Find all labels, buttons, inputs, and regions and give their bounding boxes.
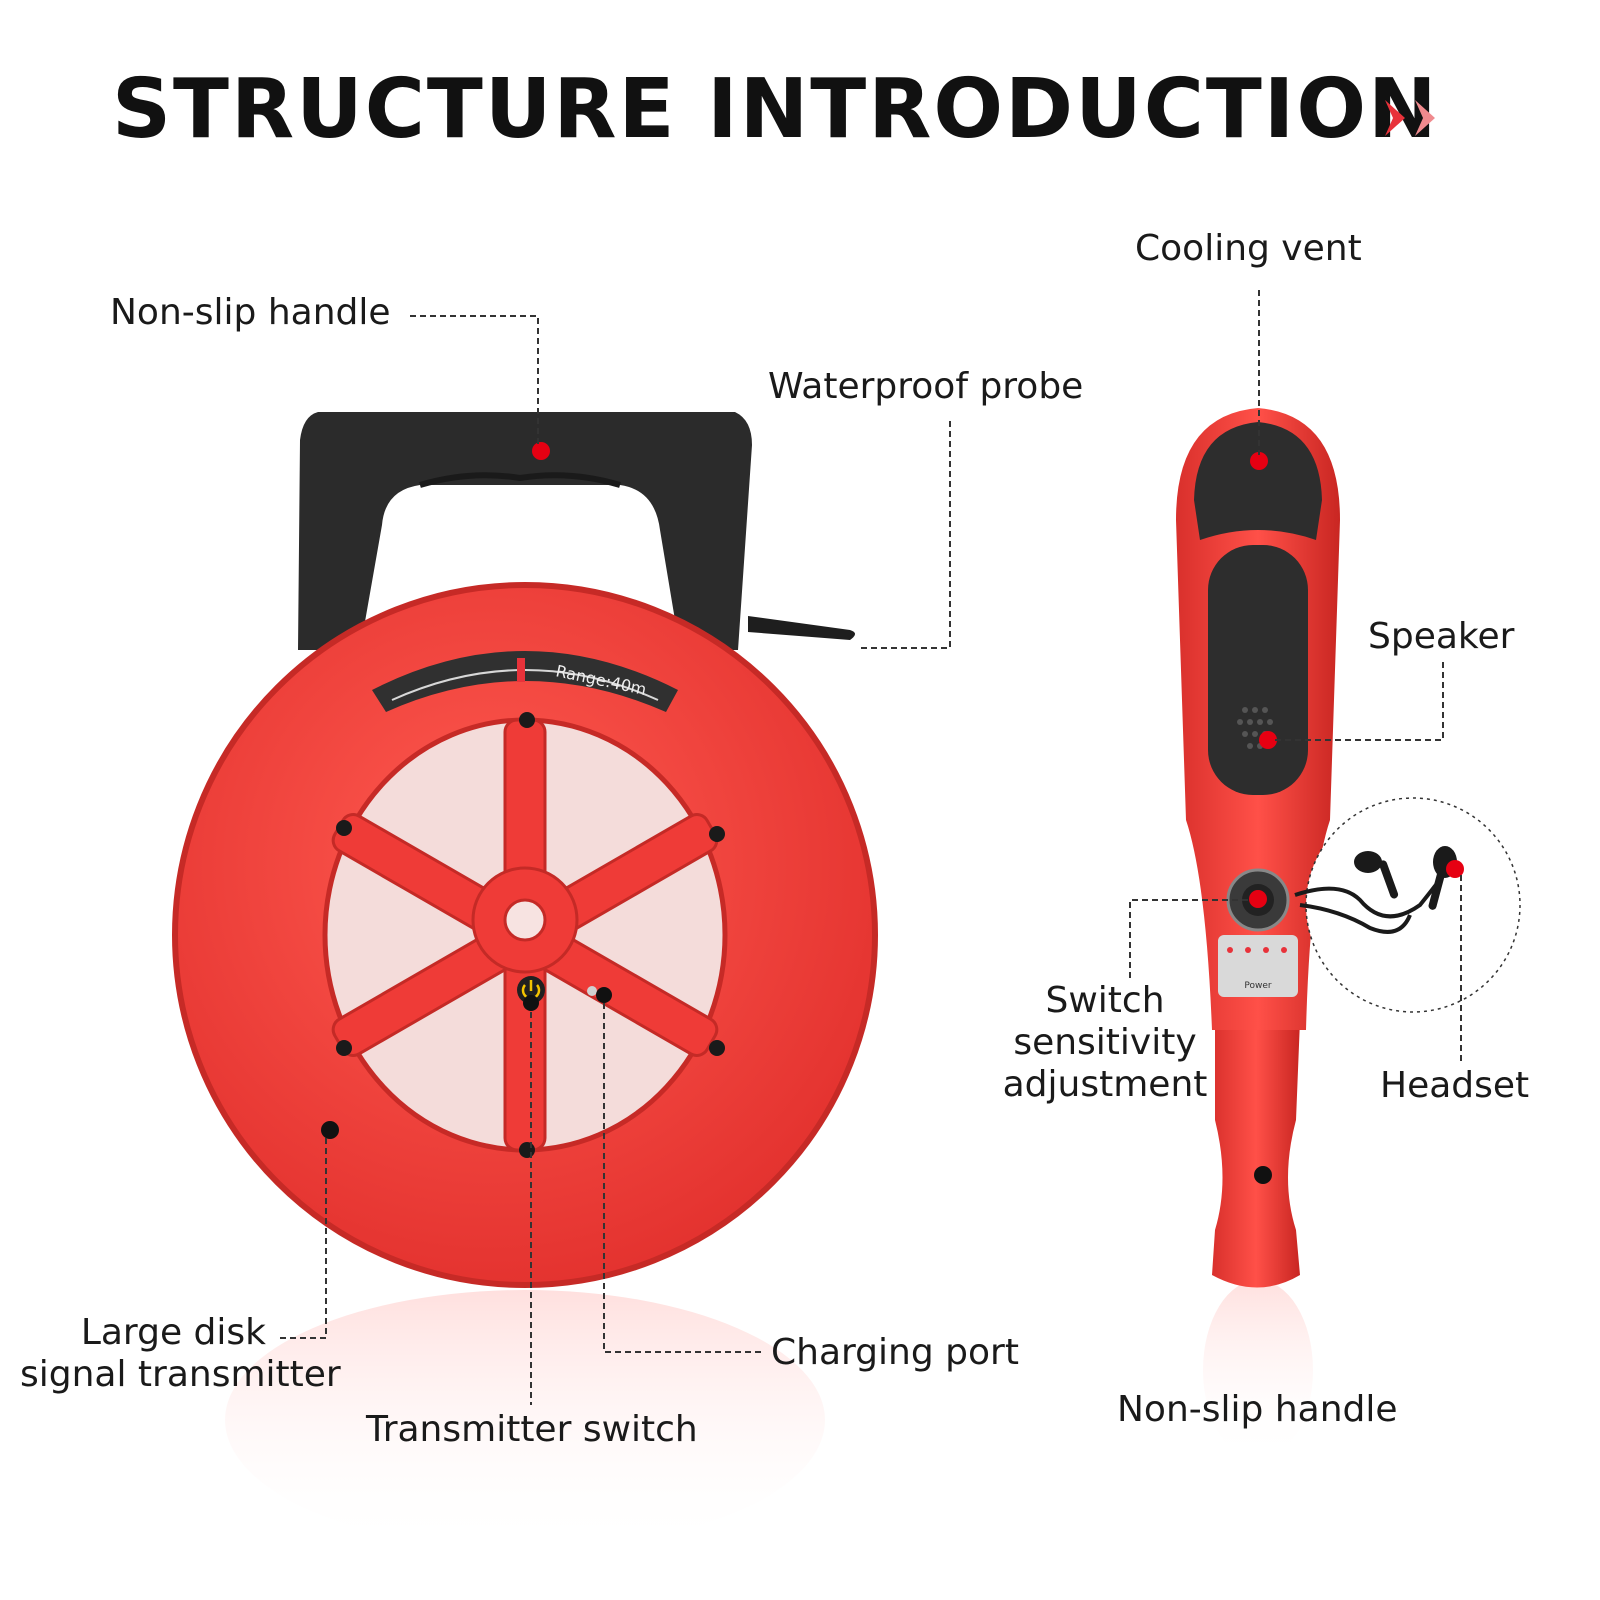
- label-sensitivity-line2: sensitivity: [1013, 1022, 1197, 1063]
- label-charging-port: Charging port: [771, 1332, 1019, 1373]
- marker-headset: [1446, 860, 1464, 878]
- chevron-right-icon: [1385, 100, 1435, 136]
- label-transmitter-switch: Transmitter switch: [366, 1409, 698, 1450]
- leader-speaker: [1275, 662, 1444, 741]
- leader-probe: [858, 421, 951, 649]
- label-waterproof-probe: Waterproof probe: [768, 366, 1084, 407]
- label-reel-handle: Non-slip handle: [110, 292, 391, 333]
- label-large-disk: Large disk signal transmitter: [20, 1312, 341, 1396]
- marker-charging: [596, 987, 612, 1003]
- leader-disk: [280, 1136, 327, 1339]
- marker-speaker: [1259, 731, 1277, 749]
- reel-handle: [298, 412, 752, 650]
- marker-vent: [1250, 452, 1268, 470]
- label-headset: Headset: [1380, 1065, 1530, 1106]
- speaker-grille: [1208, 545, 1308, 795]
- power-text: Power: [1244, 981, 1272, 991]
- waterproof-probe: [748, 616, 855, 640]
- indicator-panel: [1218, 935, 1298, 997]
- headset-inset: [1305, 797, 1521, 1013]
- range-panel: [372, 651, 678, 712]
- reel-transmitter: Range:40m: [172, 412, 878, 1550]
- label-wand-handle: Non-slip handle: [1117, 1389, 1398, 1430]
- marker-wand-handle: [1254, 1166, 1272, 1184]
- marker-handle: [532, 442, 550, 460]
- label-cooling-vent: Cooling vent: [1135, 228, 1362, 269]
- leader-handle: [410, 315, 539, 445]
- earphone-icon: [1354, 846, 1457, 910]
- label-sensitivity: Switch sensitivity adjustment: [985, 980, 1225, 1106]
- label-sensitivity-line1: Switch: [1045, 980, 1165, 1021]
- label-speaker: Speaker: [1368, 616, 1515, 657]
- leader-charging: [603, 1003, 763, 1353]
- reel-reflection: [225, 1290, 825, 1550]
- receiver-wand: Power: [1176, 408, 1521, 1460]
- marker-knob: [1249, 890, 1267, 908]
- marker-switch: [523, 995, 539, 1011]
- label-sensitivity-line3: adjustment: [1002, 1064, 1208, 1105]
- leader-sensitivity: [1129, 899, 1250, 978]
- charging-port: [587, 986, 597, 996]
- wand-handle: [1212, 1020, 1300, 1288]
- page-title: STRUCTURE INTRODUCTION: [112, 62, 1439, 157]
- marker-disk: [321, 1121, 339, 1139]
- label-large-disk-line1: Large disk: [80, 1312, 266, 1353]
- label-large-disk-line2: signal transmitter: [20, 1354, 341, 1395]
- wand-reflection: [1203, 1280, 1313, 1460]
